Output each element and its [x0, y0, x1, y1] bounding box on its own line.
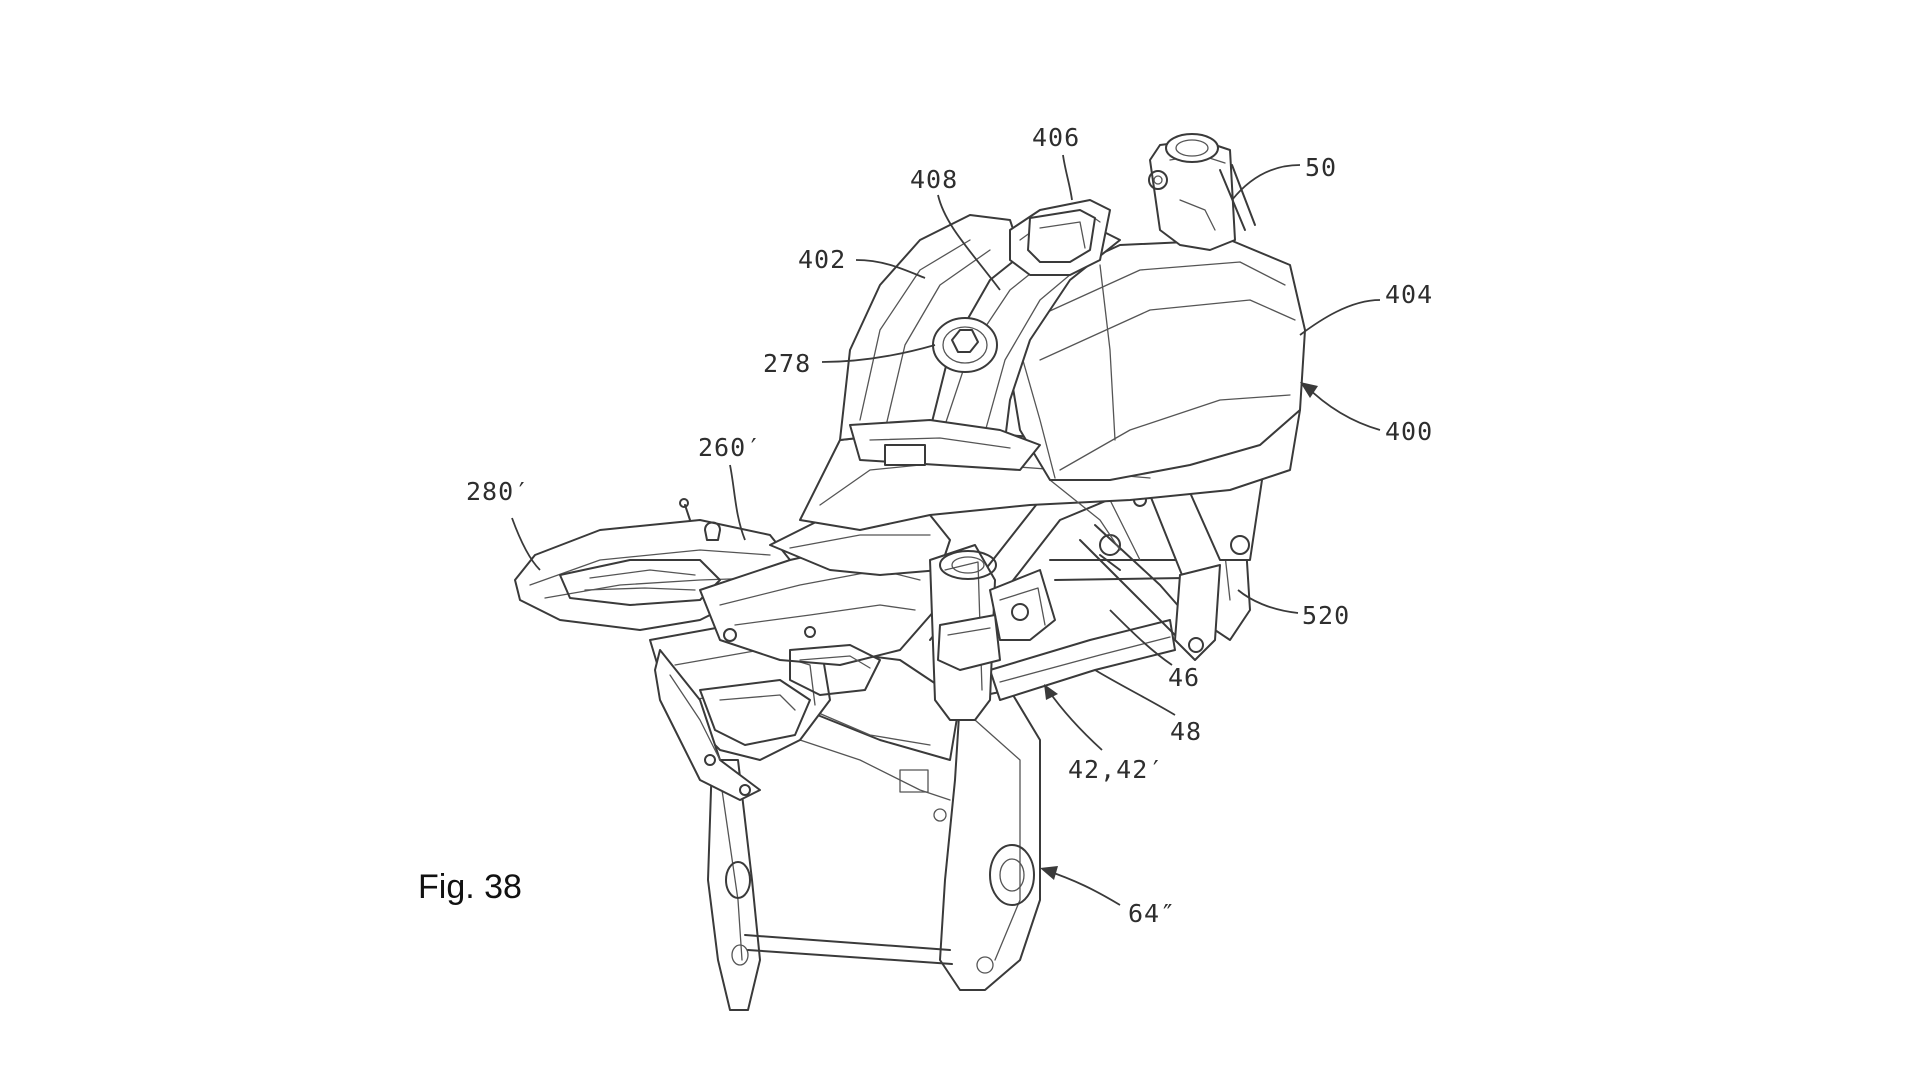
ref-404: 404 [1385, 280, 1433, 309]
ref-50: 50 [1305, 153, 1337, 182]
ref-406: 406 [1032, 123, 1080, 152]
front-nose [515, 499, 950, 800]
ref-46: 46 [1168, 663, 1200, 692]
fuel-tank [800, 134, 1305, 550]
ref-400: 400 [1385, 417, 1433, 446]
ref-64-double-prime: 64″ [1128, 899, 1176, 928]
ref-408: 408 [910, 165, 958, 194]
ref-278: 278 [763, 349, 811, 378]
ref-260-prime: 260′ [698, 433, 762, 462]
ref-520: 520 [1302, 601, 1350, 630]
ref-42-42-prime: 42,42′ [1068, 755, 1164, 784]
figure-label: Fig. 38 [418, 868, 522, 906]
ref-402: 402 [798, 245, 846, 274]
ref-280-prime: 280′ [466, 477, 530, 506]
ref-48: 48 [1170, 717, 1202, 746]
